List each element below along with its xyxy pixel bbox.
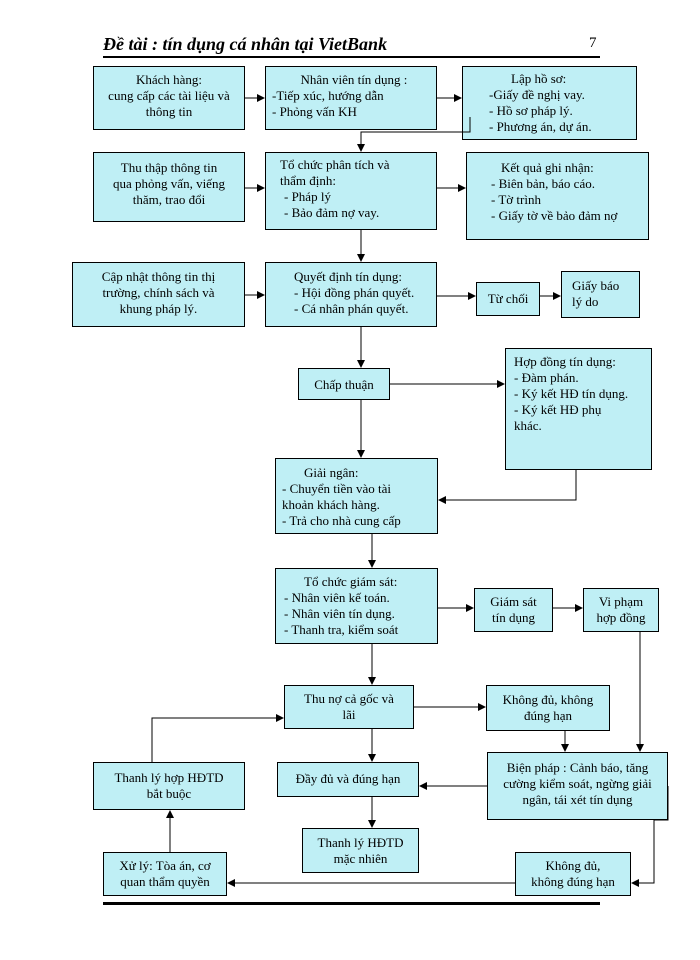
box-day-du-dung-han: Đầy đủ và đúng hạn [277, 762, 419, 797]
box-giam-sat-tin-dung: Giám sát tín dụng [474, 588, 553, 632]
box-xu-ly: Xử lý: Tòa án, cơ quan thẩm quyền [103, 852, 227, 896]
arrow-bien-phap-to-khong-du-2 [631, 786, 669, 887]
arrow-lap-ho-so-to-phan-tich [357, 117, 471, 152]
footer-rule [103, 902, 600, 905]
box-quyet-dinh-tin-dung: Quyết định tín dụng: - Hội đồng phán quy… [265, 262, 437, 327]
box-giai-ngan: Giải ngân: - Chuyển tiền vào tài khoản k… [275, 458, 438, 534]
box-thu-thap-thong-tin: Thu thập thông tin qua phỏng vấn, viếng … [93, 152, 245, 222]
box-khach-hang: Khách hàng: cung cấp các tài liệu và thô… [93, 66, 245, 130]
box-thanh-ly-mac-nhien: Thanh lý HĐTD mặc nhiên [302, 828, 419, 873]
box-lap-ho-so: Lập hồ sơ: -Giấy đề nghị vay. - Hồ sơ ph… [462, 66, 637, 140]
box-thu-no: Thu nợ cả gốc và lãi [284, 685, 414, 729]
box-nhan-vien-tin-dung: Nhân viên tín dụng : -Tiếp xúc, hướng dẫ… [265, 66, 437, 130]
box-to-chuc-giam-sat: Tổ chức giám sát: - Nhân viên kế toán. -… [275, 568, 438, 644]
box-khong-du-khong-dung-han-2: Không đủ, không đúng hạn [515, 852, 631, 896]
page-number: 7 [589, 35, 597, 51]
arrow-thanh-ly-bat-buoc-to-thu-no [151, 714, 284, 762]
box-khong-du-khong-dung-han-1: Không đủ, không đúng hạn [486, 685, 610, 731]
box-thanh-ly-bat-buoc: Thanh lý hợp HĐTD bắt buộc [93, 762, 245, 810]
box-chap-thuan: Chấp thuận [298, 368, 390, 400]
box-ket-qua-ghi-nhan: Kết quả ghi nhận: - Biên bản, báo cáo. -… [466, 152, 649, 240]
arrow-hop-dong-to-giai-ngan [438, 470, 577, 504]
box-vi-pham-hop-dong: Vi phạm hợp đồng [583, 588, 659, 632]
box-tu-choi: Từ chối [476, 282, 540, 316]
document-header-title: Đề tài : tín dụng cá nhân tại VietBank [103, 34, 388, 54]
box-bien-phap: Biện pháp : Cảnh báo, tăng cường kiểm so… [487, 752, 668, 820]
box-to-chuc-phan-tich: Tổ chức phân tích và thẩm định: - Pháp l… [265, 152, 437, 230]
box-hop-dong-tin-dung: Hợp đồng tín dụng: - Đàm phán. - Ký kết … [505, 348, 652, 470]
box-cap-nhat-thong-tin: Cập nhật thông tin thị trường, chính sác… [72, 262, 245, 327]
header-rule [103, 56, 600, 58]
box-giay-bao-ly-do: Giấy báo lý do [561, 271, 640, 318]
